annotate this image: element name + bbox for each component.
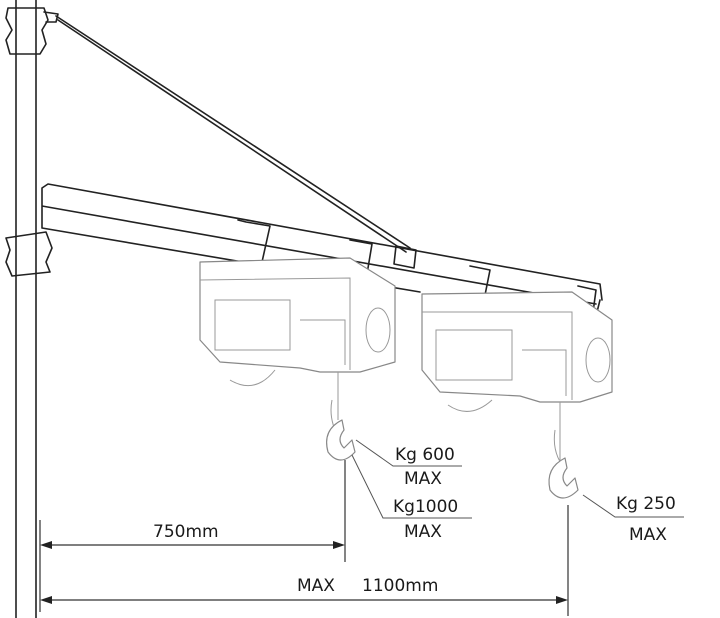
vertical-pole	[15, 0, 37, 618]
max-reach-prefix-text: MAX	[297, 576, 335, 596]
horizontal-arm	[41, 183, 603, 321]
tie-rod	[55, 15, 411, 253]
hoist-inner	[199, 257, 396, 461]
dimension-inner-reach: 750mm MAX 1100mm	[39, 460, 569, 616]
lower-clamp	[5, 231, 53, 277]
top-clamp	[5, 7, 59, 55]
outer-capacity-max-text: MAX	[629, 525, 667, 545]
inner-reach-text: 750mm	[153, 522, 219, 542]
inner-capacity-text: Kg 600	[395, 445, 455, 465]
inner-capacity-max-text: MAX	[404, 469, 442, 489]
max-reach-text: 1100mm	[362, 576, 438, 596]
outer-capacity-text: Kg 250	[616, 494, 676, 514]
hoist-outer	[421, 291, 613, 499]
inner-capacity-alt-text: Kg1000	[393, 497, 458, 517]
label-inner-capacity: Kg 600 MAX Kg1000 MAX	[351, 439, 472, 542]
label-outer-capacity: Kg 250 MAX	[582, 494, 684, 545]
inner-capacity-alt-max-text: MAX	[404, 522, 442, 542]
